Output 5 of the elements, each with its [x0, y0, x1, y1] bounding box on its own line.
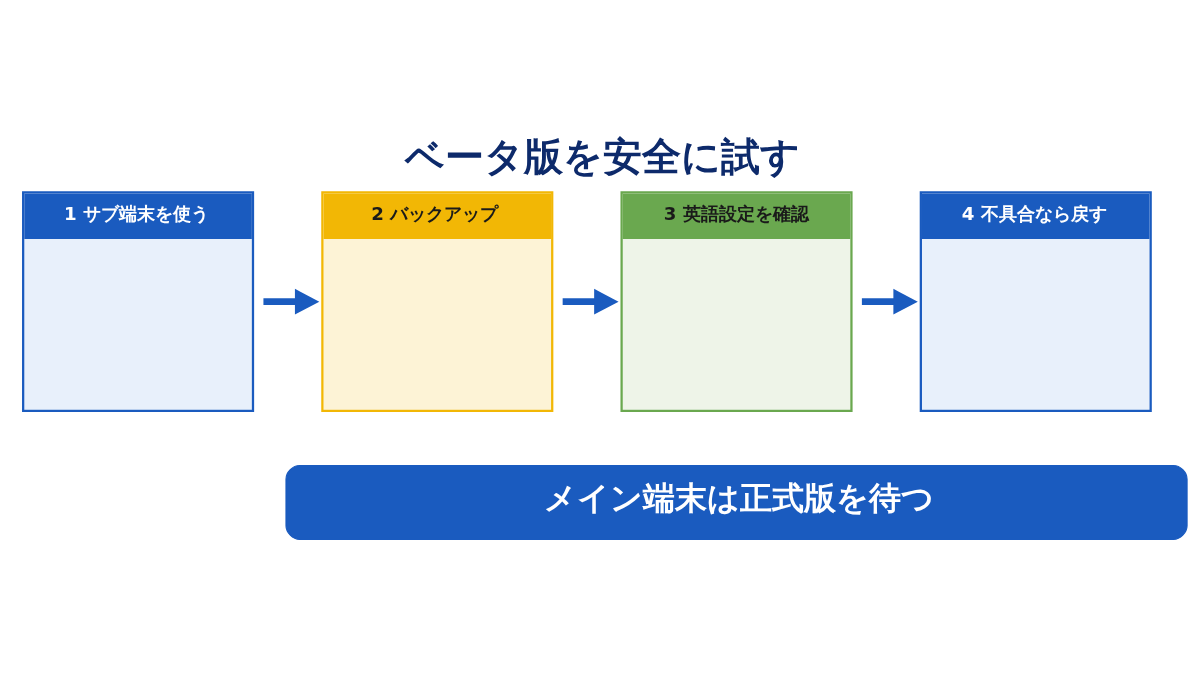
node-box: メイン端末は正式版を待つ	[285, 464, 1188, 541]
arrow	[263, 288, 320, 315]
arrow	[861, 288, 918, 315]
diagram-title: ベータ版を安全に試す	[405, 133, 801, 179]
arrow	[562, 288, 619, 315]
